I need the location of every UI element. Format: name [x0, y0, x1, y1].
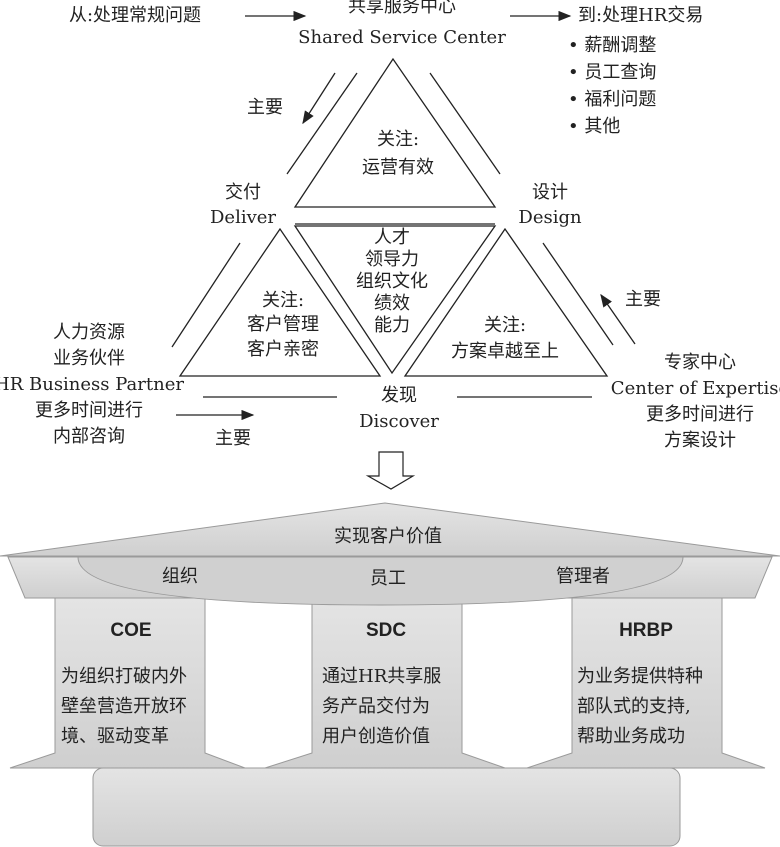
house-foundation [92, 767, 681, 847]
right-focus: 方案卓越至上 [451, 341, 559, 362]
arrow-ssc-main [302, 72, 336, 125]
left-triangle [178, 227, 382, 377]
main-label-coe: 主要 [625, 289, 661, 310]
list-item: • 员工查询 [568, 62, 657, 83]
list-item: • 薪酬调整 [568, 35, 657, 56]
hrbp-line: 业务伙伴 [52, 348, 125, 369]
beam-label-manager: 管理者 [556, 566, 610, 587]
pillar-title-hrbp: HRBP [619, 620, 673, 641]
main-label-ssc: 主要 [247, 97, 283, 118]
ssc-title-en: Shared Service Center [298, 27, 506, 48]
roof-label: 实现客户价值 [334, 526, 442, 547]
coe-line: 更多时间进行 [646, 404, 754, 425]
outer-line-bottom-right [542, 242, 614, 346]
deliver-cn: 交付 [225, 182, 261, 203]
center-item: 组织文化 [356, 271, 428, 292]
ssc-title-cn: 共享服务中心 [348, 0, 456, 17]
list-item: • 福利问题 [568, 89, 657, 110]
hrbp-line: HR Business Partner [0, 374, 184, 395]
pillar-text-sdc: 通过HR共享服务产品交付为用户创造价值 [322, 666, 442, 747]
left-focus-title: 关注: [261, 290, 305, 311]
hrbp-line: 内部咨询 [52, 426, 125, 447]
right-focus-title: 关注: [483, 315, 527, 336]
left-focus-line-1: 客户管理 [247, 314, 319, 335]
beam-ellipse [77, 556, 684, 606]
outer-line-top-right [429, 72, 501, 175]
outer-line-top-left [286, 72, 358, 175]
to-label: 到:处理HR交易 [578, 5, 704, 26]
top-focus-title: 关注: [376, 129, 420, 150]
to-items-list: • 薪酬调整 • 员工查询 • 福利问题 • 其他 [568, 32, 656, 140]
discover-cn: 发现 [381, 385, 417, 406]
main-label-hrbp: 主要 [215, 428, 251, 449]
top-triangle [293, 57, 497, 208]
left-focus-line-2: 客户亲密 [247, 339, 319, 360]
pillar-title-coe: COE [110, 620, 152, 641]
hrbp-line: 更多时间进行 [34, 400, 143, 421]
beam-label-org: 组织 [162, 566, 198, 587]
beam-label-staff: 员工 [370, 568, 406, 589]
arrow-coe-main [600, 293, 636, 345]
hrbp-line: 人力资源 [52, 322, 125, 343]
design-cn: 设计 [532, 182, 568, 203]
pillar-text-coe: 为组织打破内外壁垒营造开放环境、驱动变革 [61, 666, 187, 747]
discover-en: Discover [359, 411, 439, 432]
center-inverted-triangle [293, 225, 497, 375]
hrbp-description: 人力资源 业务伙伴 HR Business Partner 更多时间进行 内部咨… [0, 320, 184, 450]
deliver-en: Deliver [209, 207, 277, 228]
pillar-title-sdc: SDC [365, 620, 407, 641]
hollow-down-arrow-icon [365, 451, 416, 490]
center-item: 领导力 [365, 249, 419, 270]
outer-line-bottom-left [171, 242, 241, 348]
from-label: 从:处理常规问题 [68, 5, 202, 26]
coe-description: 专家中心 Center of Expertise 更多时间进行 方案设计 [611, 350, 780, 454]
center-items: 人才 领导力 组织文化 绩效 能力 [356, 227, 428, 337]
top-focus: 运营有效 [362, 157, 434, 178]
center-item: 能力 [374, 315, 410, 336]
house-roof [0, 502, 780, 557]
coe-line: 专家中心 [664, 352, 736, 373]
right-triangle [403, 227, 609, 377]
design-en: Design [518, 207, 582, 228]
center-item: 人才 [374, 227, 410, 248]
coe-line: Center of Expertise [610, 378, 780, 399]
list-item: • 其他 [568, 116, 621, 137]
pillar-text-hrbp: 为业务提供特种部队式的支持,帮助业务成功 [577, 666, 703, 747]
center-item: 绩效 [374, 293, 410, 314]
coe-line: 方案设计 [664, 430, 736, 451]
